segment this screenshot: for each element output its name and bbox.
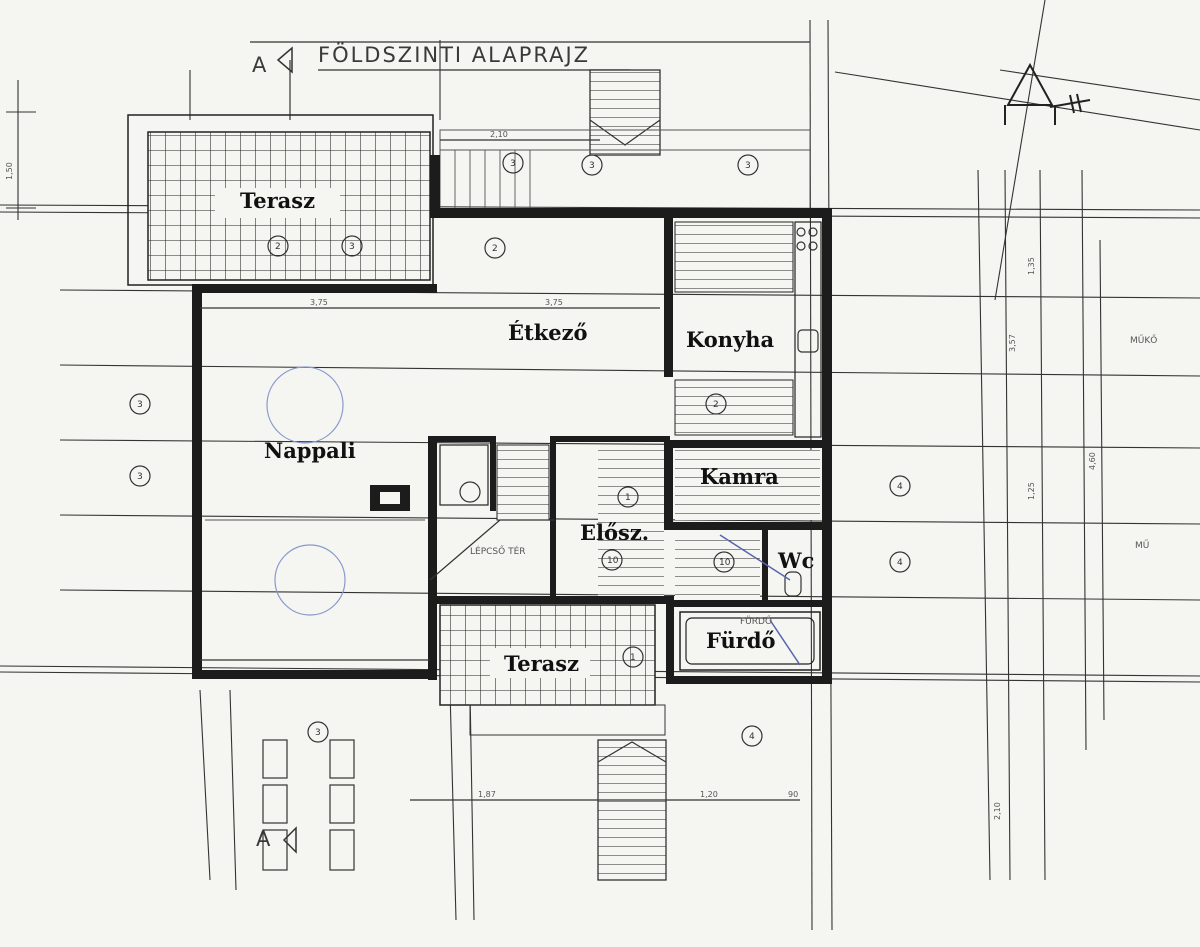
svg-text:A: A [252, 53, 268, 77]
dim-d2: 1,20 [700, 790, 718, 799]
room-label-kamra: Kamra [700, 464, 779, 489]
svg-text:4: 4 [749, 732, 755, 742]
utility-symbol [1004, 62, 1091, 125]
dim-d10: 1,50 [5, 162, 14, 180]
room-labels: Terasz Étkező Konyha Nappali Kamra Elősz… [240, 188, 814, 676]
svg-text:3: 3 [349, 242, 355, 252]
walls [192, 155, 832, 684]
dim-d9: 90 [788, 790, 798, 799]
svg-text:3: 3 [589, 161, 595, 171]
dim-d11b: 3,75 [545, 298, 563, 307]
parking-blocks [262, 739, 355, 871]
plan-title: FÖLDSZINTI ALAPRAJZ [318, 42, 590, 67]
svg-text:1: 1 [630, 653, 636, 663]
dimension-lines [200, 139, 800, 801]
room-label-wc: Wc [777, 548, 814, 573]
svg-text:2: 2 [492, 244, 498, 254]
dim-d1: 2,10 [490, 130, 508, 139]
svg-text:3: 3 [315, 728, 321, 738]
side-note-1: MŰKŐ [1130, 335, 1157, 346]
side-note-2: MŰ [1135, 540, 1149, 551]
room-label-terasz-top: Terasz [240, 188, 315, 213]
svg-text:3: 3 [137, 400, 143, 410]
section-marker-bottom: A [256, 826, 297, 854]
dim-d5: 1,25 [1027, 482, 1036, 500]
dim-d3: 3,57 [1008, 334, 1017, 352]
svg-text:3: 3 [510, 159, 516, 169]
svg-text:3: 3 [137, 472, 143, 482]
svg-text:3: 3 [745, 161, 751, 171]
dim-d4: 1,35 [1027, 257, 1036, 275]
svg-text:2: 2 [713, 400, 719, 410]
room-label-nappali: Nappali [264, 438, 356, 463]
room-label-konyha: Konyha [686, 327, 775, 352]
dim-d11: 3,75 [310, 298, 328, 307]
dim-d6: 4,60 [1088, 452, 1097, 470]
room-label-etkezo: Étkező [508, 320, 588, 345]
svg-text:1: 1 [625, 493, 631, 503]
dim-d8: 1,87 [478, 790, 496, 799]
section-bubbles: 3 3 3 2 3 2 3 3 4 4 4 3 1 1 2 10 10 [129, 152, 911, 747]
room-label-furdo: Fürdő [706, 628, 776, 653]
svg-text:4: 4 [897, 558, 903, 568]
svg-text:10: 10 [719, 558, 731, 568]
svg-text:2: 2 [275, 242, 281, 252]
bath-note: FÜRDŐ [740, 616, 772, 627]
section-marker-top: A [252, 46, 293, 120]
stair-note: LÉPCSŐ TÉR [470, 545, 526, 557]
svg-text:10: 10 [607, 556, 619, 566]
svg-text:4: 4 [897, 482, 903, 492]
dim-d7: 2,10 [993, 802, 1002, 820]
room-label-elosz: Elősz. [580, 520, 649, 545]
room-label-terasz-bottom: Terasz [504, 651, 579, 676]
